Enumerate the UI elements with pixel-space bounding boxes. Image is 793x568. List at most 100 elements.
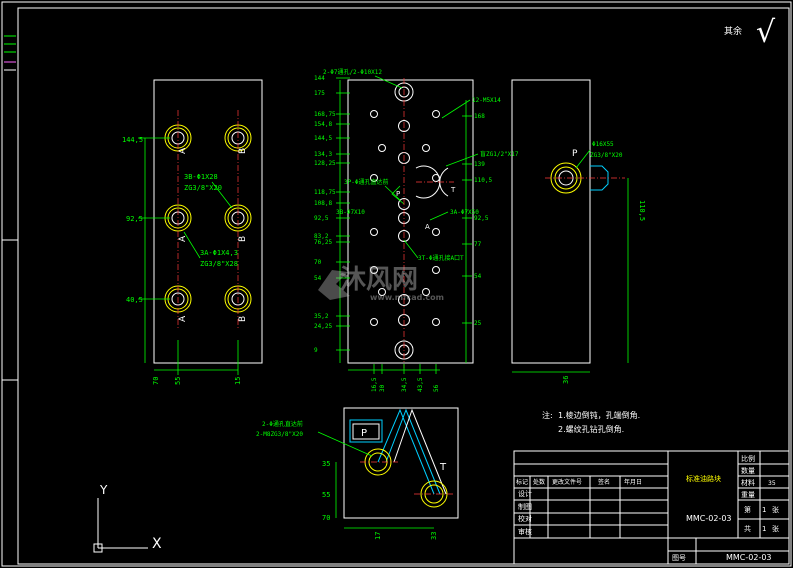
mid-small-hole bbox=[370, 174, 378, 182]
tb-right-label: 材料 bbox=[741, 478, 755, 487]
tb-right-label: 比例 bbox=[741, 454, 755, 463]
callout-text: ZG3/8"X20 bbox=[184, 184, 222, 192]
mid-small-hole bbox=[422, 288, 430, 296]
leader-line bbox=[445, 153, 479, 167]
tb-row-label: 设计 bbox=[518, 489, 532, 498]
layer-color-marks bbox=[4, 35, 16, 71]
notes-title: 注: bbox=[542, 410, 553, 420]
port-letter-a: A bbox=[178, 235, 188, 242]
tb-right-label: 重量 bbox=[741, 491, 755, 499]
mid-small-hole bbox=[370, 228, 378, 236]
tb-sheet-label: 共 bbox=[744, 524, 751, 533]
mid-dim-left-label: 118,75 bbox=[314, 189, 336, 196]
leader-line bbox=[374, 75, 403, 89]
mid-port-hole bbox=[398, 198, 410, 210]
leader-line bbox=[403, 239, 419, 259]
technical-notes: 注: 1.棱边倒钝，孔端倒角. 2.螺纹孔钻孔倒角. bbox=[542, 410, 640, 434]
mid-port-hole bbox=[398, 230, 410, 242]
leader-line bbox=[183, 231, 201, 259]
mid-small-hole bbox=[370, 266, 378, 274]
tb-sheet-label: 第 bbox=[744, 505, 751, 514]
mid-dim-right-label: 92,5 bbox=[474, 215, 489, 222]
mid-dim-left-label: 35,2 bbox=[314, 313, 329, 320]
leader-line bbox=[575, 149, 591, 169]
tb-header: 处数 bbox=[533, 478, 545, 486]
right-dim: 36 bbox=[562, 376, 570, 384]
title-block: 标准油路块 MMC-02-03 标记 处数 更改文件号 签名 年月日 设计 制图… bbox=[513, 450, 790, 565]
front-dim-left: 40,5 bbox=[126, 296, 143, 304]
mid-dim-left-label: 175 bbox=[314, 90, 325, 97]
passage-line bbox=[385, 408, 441, 495]
mid-dim-left-label: 54 bbox=[314, 275, 322, 282]
ucs-x-label: X bbox=[152, 536, 162, 552]
tb-header: 更改文件号 bbox=[552, 478, 582, 486]
mid-port-hole bbox=[398, 120, 410, 132]
mid-dim-left-label: 83,2 bbox=[314, 233, 329, 240]
mid-small-hole bbox=[378, 144, 386, 152]
tb-row-label: 校对 bbox=[518, 514, 532, 523]
mid-dim-bottom-label: 34,5 bbox=[401, 377, 408, 392]
mid-small-hole bbox=[370, 110, 378, 118]
mid-dim-left-label: 108,8 bbox=[314, 200, 332, 207]
middle-view: 144175168,75154,8144,5134,3128,25118,751… bbox=[314, 68, 519, 392]
notes-line: 2.螺纹孔钻孔倒角. bbox=[558, 424, 624, 434]
passage-line bbox=[377, 408, 435, 495]
mid-dim-bottom-label: 43,5 bbox=[417, 377, 424, 392]
middle-dims-left: 144175168,75154,8144,5134,3128,25118,751… bbox=[314, 75, 350, 354]
middle-view-body bbox=[347, 79, 474, 364]
mid-small-hole bbox=[378, 288, 386, 296]
callout-text: ZG3/8"X28 bbox=[200, 260, 238, 268]
tb-sheet-label: 张 bbox=[772, 505, 779, 514]
mid-dim-left-label: 154,8 bbox=[314, 121, 332, 128]
tb-header: 标记 bbox=[516, 478, 528, 486]
right-port-letter: P bbox=[572, 149, 578, 159]
callout-text: 3T-Φ通孔接A口T bbox=[418, 254, 464, 262]
right-view: P Φ16X55 ZG3/8"X20 110,5 36 bbox=[511, 79, 646, 384]
callout-text: 3B-Φ7X10 bbox=[336, 209, 365, 216]
watermark: 沐风网 www.mfcad.com bbox=[318, 265, 444, 302]
mid-dim-right-label: 54 bbox=[474, 273, 482, 280]
port-letter-a: A bbox=[178, 147, 188, 154]
port-letter-a: A bbox=[178, 315, 188, 322]
tb-row-label: 审核 bbox=[518, 527, 532, 536]
mid-small-hole bbox=[432, 266, 440, 274]
mid-dim-right-label: 110,5 bbox=[474, 177, 492, 184]
mid-small-hole bbox=[432, 318, 440, 326]
mid-dim-left-label: 128,25 bbox=[314, 160, 336, 167]
sheet-inner-frame bbox=[17, 7, 790, 565]
notes-line: 1.棱边倒钝，孔端倒角. bbox=[558, 410, 640, 420]
callout-text: 3P-Φ通孔直达前 bbox=[344, 178, 388, 186]
passage-line bbox=[393, 408, 447, 495]
ucs-icon: Y X bbox=[93, 483, 162, 553]
mid-dim-left-label: 168,75 bbox=[314, 111, 336, 118]
title-block-frame bbox=[513, 450, 790, 565]
tb-drawing-no-bottom: MMC-02-03 bbox=[726, 553, 772, 562]
right-dim: 110,5 bbox=[638, 200, 646, 221]
mid-dim-left-label: 24,25 bbox=[314, 323, 332, 330]
port-letter-b: B bbox=[238, 316, 248, 322]
drawing-number: MMC-02-03 bbox=[686, 514, 732, 523]
middle-hole-pattern bbox=[370, 82, 454, 360]
bottom-dim-left: 35 bbox=[322, 460, 330, 468]
mid-dim-left-label: 134,3 bbox=[314, 151, 332, 158]
callout-text: 3A-Φ1X4,3 bbox=[200, 249, 238, 257]
part-name: 标准油路块 bbox=[686, 474, 721, 483]
callout-text: ZG3/8"X20 bbox=[590, 152, 623, 159]
port-letter-p: P bbox=[396, 190, 400, 198]
callout-text: 3B-Φ1X28 bbox=[184, 173, 218, 181]
leader-line bbox=[384, 185, 401, 201]
callout-text: 盲ZG1/2"X17 bbox=[480, 150, 519, 158]
watermark-cn: 沐风网 bbox=[340, 265, 418, 295]
middle-top-note: 2-Φ7通孔/2-Φ10X12 bbox=[323, 68, 382, 76]
mid-dim-left-label: 144,5 bbox=[314, 135, 332, 142]
leader-line bbox=[441, 99, 471, 119]
bottom-label-t: T bbox=[439, 462, 447, 473]
leader-line bbox=[429, 211, 449, 221]
right-view-body bbox=[511, 79, 591, 364]
port-letter-a: A bbox=[425, 223, 430, 231]
callout-text: 2-Φ通孔直达前 bbox=[262, 420, 303, 428]
tb-sheet-label: 张 bbox=[772, 524, 779, 533]
